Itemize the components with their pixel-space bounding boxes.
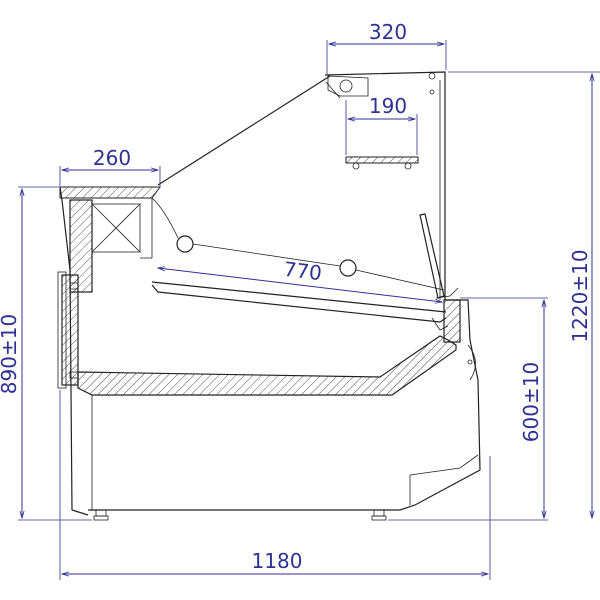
dim-600-label: 600±10 xyxy=(519,362,543,442)
dim-260-label: 260 xyxy=(93,146,131,170)
service-door xyxy=(61,274,79,386)
dim-320-label: 320 xyxy=(369,20,407,44)
top-light-shelf xyxy=(345,156,419,164)
dim-line-770 xyxy=(158,268,442,302)
case-body xyxy=(57,71,481,521)
dim-1220-label: 1220±10 xyxy=(568,249,592,342)
front-glass xyxy=(157,75,331,186)
dim-770-label: 770 xyxy=(282,257,323,285)
sensor-left xyxy=(176,235,194,253)
foot-front xyxy=(373,509,385,517)
front-insulation xyxy=(443,299,461,343)
front-wall xyxy=(88,299,481,511)
sensor-right xyxy=(339,259,357,277)
top-shelf xyxy=(59,186,161,199)
display-floor xyxy=(77,335,457,396)
dimensions: 320 190 260 770 890±10 600±10 1220±10 11 xyxy=(0,20,600,580)
foot-rear xyxy=(95,509,107,517)
dim-190-label: 190 xyxy=(369,94,407,118)
door-hinge-top xyxy=(69,282,79,290)
light-fixture xyxy=(327,75,369,97)
front-knob xyxy=(467,344,476,381)
storage-box xyxy=(91,203,141,253)
dim-890-label: 890±10 xyxy=(0,314,21,394)
dim-1180-label: 1180 xyxy=(252,549,303,573)
top-canopy xyxy=(324,71,458,301)
display-shelf xyxy=(151,284,447,323)
